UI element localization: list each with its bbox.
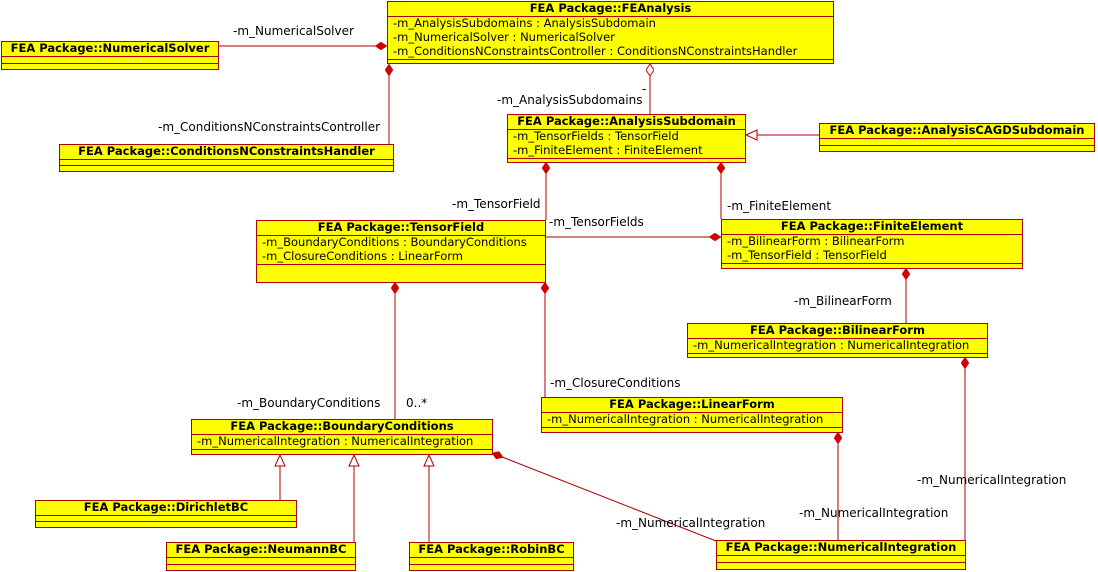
gen-dirichlet-arrow — [274, 453, 286, 467]
class-neumann-bc[interactable]: FEA Package::NeumannBC — [166, 542, 356, 571]
class-tensor-field[interactable]: FEA Package::TensorField -m_BoundaryCond… — [256, 220, 546, 283]
attribute-list: -m_NumericalIntegration : NumericalInteg… — [192, 435, 492, 450]
attribute-list — [717, 556, 965, 563]
label-numerical-solver: -m_NumericalSolver — [233, 24, 354, 38]
class-linear-form[interactable]: FEA Package::LinearForm -m_NumericalInte… — [541, 397, 843, 433]
label-numint-boundary: -m_NumericalIntegration — [616, 516, 766, 530]
attribute-list: -m_AnalysisSubdomains : AnalysisSubdomai… — [388, 17, 833, 60]
class-name: FEA Package::NumericalSolver — [2, 42, 218, 57]
attribute: -m_TensorFields : TensorField — [513, 129, 679, 143]
attribute: -m_ConditionsNConstraintsController : Co… — [393, 44, 798, 58]
label-tensor-field: -m_TensorField — [452, 197, 541, 211]
attribute: -m_BilinearForm : BilinearForm — [727, 234, 905, 248]
label-numint-bilinear: -m_NumericalIntegration — [917, 473, 1067, 487]
class-analysis-cagd-subdomain[interactable]: FEA Package::AnalysisCAGDSubdomain — [819, 123, 1095, 152]
label-closure-conditions: -m_ClosureConditions — [550, 376, 681, 390]
label-analysis-subdomains-multiplicity: - — [642, 82, 647, 96]
gen-neumann-arrow — [348, 453, 360, 467]
class-finite-element[interactable]: FEA Package::FiniteElement -m_BilinearFo… — [721, 219, 1023, 269]
assoc-numint-boundary — [492, 453, 717, 542]
attribute-list — [410, 558, 573, 565]
attribute-list — [60, 160, 393, 166]
operations-compartment — [257, 265, 545, 271]
class-name: FEA Package::LinearForm — [542, 398, 842, 413]
class-name: FEA Package::FEAnalysis — [388, 2, 833, 17]
label-boundary-conditions: -m_BoundaryConditions — [237, 396, 381, 410]
attribute: -m_NumericalSolver : NumericalSolver — [393, 30, 615, 44]
gen-robin-arrow — [423, 453, 435, 467]
attribute: -m_AnalysisSubdomains : AnalysisSubdomai… — [393, 16, 656, 30]
attribute-list: -m_TensorFields : TensorField -m_FiniteE… — [508, 130, 745, 159]
class-name: FEA Package::RobinBC — [410, 543, 573, 558]
label-bilinear-form: -m_BilinearForm — [794, 294, 892, 308]
label-numint-linear: -m_NumericalIntegration — [799, 506, 949, 520]
class-name: FEA Package::ConditionsNConstraintsHandl… — [60, 145, 393, 160]
class-numerical-solver[interactable]: FEA Package::NumericalSolver — [1, 41, 219, 70]
gen-cagd-arrow — [744, 129, 758, 141]
label-boundary-conditions-multiplicity: 0..* — [406, 396, 428, 410]
attribute: -m_NumericalIntegration : NumericalInteg… — [693, 338, 970, 352]
class-name: FEA Package::FiniteElement — [722, 220, 1022, 235]
attribute-list — [820, 139, 1094, 146]
class-boundary-conditions[interactable]: FEA Package::BoundaryConditions -m_Numer… — [191, 419, 493, 455]
class-dirichlet-bc[interactable]: FEA Package::DirichletBC — [35, 500, 297, 528]
class-name: FEA Package::TensorField — [257, 221, 545, 236]
label-conditions-controller: -m_ConditionsNConstraintsController — [158, 120, 381, 134]
attribute: -m_NumericalIntegration : NumericalInteg… — [547, 412, 824, 426]
label-finite-element: -m_FiniteElement — [727, 199, 832, 213]
class-analysis-subdomain[interactable]: FEA Package::AnalysisSubdomain -m_Tensor… — [507, 114, 746, 163]
attribute-list: -m_NumericalIntegration : NumericalInteg… — [688, 339, 987, 354]
attribute: -m_NumericalIntegration : NumericalInteg… — [197, 434, 474, 448]
attribute-list: -m_BoundaryConditions : BoundaryConditio… — [257, 236, 545, 265]
attribute: -m_FiniteElement : FiniteElement — [513, 143, 703, 157]
attribute-list — [36, 516, 296, 522]
attribute: -m_ClosureConditions : LinearForm — [262, 249, 463, 263]
class-name: FEA Package::NeumannBC — [167, 543, 355, 558]
class-name: FEA Package::NumericalIntegration — [717, 541, 965, 556]
attribute-list — [2, 57, 218, 64]
label-analysis-subdomains: -m_AnalysisSubdomains — [497, 93, 643, 107]
attribute: -m_BoundaryConditions : BoundaryConditio… — [262, 235, 527, 249]
class-name: FEA Package::DirichletBC — [36, 501, 296, 516]
label-tensor-fields: -m_TensorFields — [549, 215, 644, 229]
attribute-list — [167, 558, 355, 565]
class-name: FEA Package::BoundaryConditions — [192, 420, 492, 435]
class-name: FEA Package::BilinearForm — [688, 324, 987, 339]
class-name: FEA Package::AnalysisSubdomain — [508, 115, 745, 130]
attribute-list: -m_NumericalIntegration : NumericalInteg… — [542, 413, 842, 428]
class-robin-bc[interactable]: FEA Package::RobinBC — [409, 542, 574, 571]
class-conditions-handler[interactable]: FEA Package::ConditionsNConstraintsHandl… — [59, 144, 394, 172]
attribute: -m_TensorField : TensorField — [727, 248, 887, 262]
attribute-list: -m_BilinearForm : BilinearForm -m_Tensor… — [722, 235, 1022, 264]
operations-compartment — [388, 60, 833, 66]
class-bilinear-form[interactable]: FEA Package::BilinearForm -m_NumericalIn… — [687, 323, 988, 358]
class-fea-analysis[interactable]: FEA Package::FEAnalysis -m_AnalysisSubdo… — [387, 1, 834, 64]
class-name: FEA Package::AnalysisCAGDSubdomain — [820, 124, 1094, 139]
class-numerical-integration[interactable]: FEA Package::NumericalIntegration — [716, 540, 966, 570]
